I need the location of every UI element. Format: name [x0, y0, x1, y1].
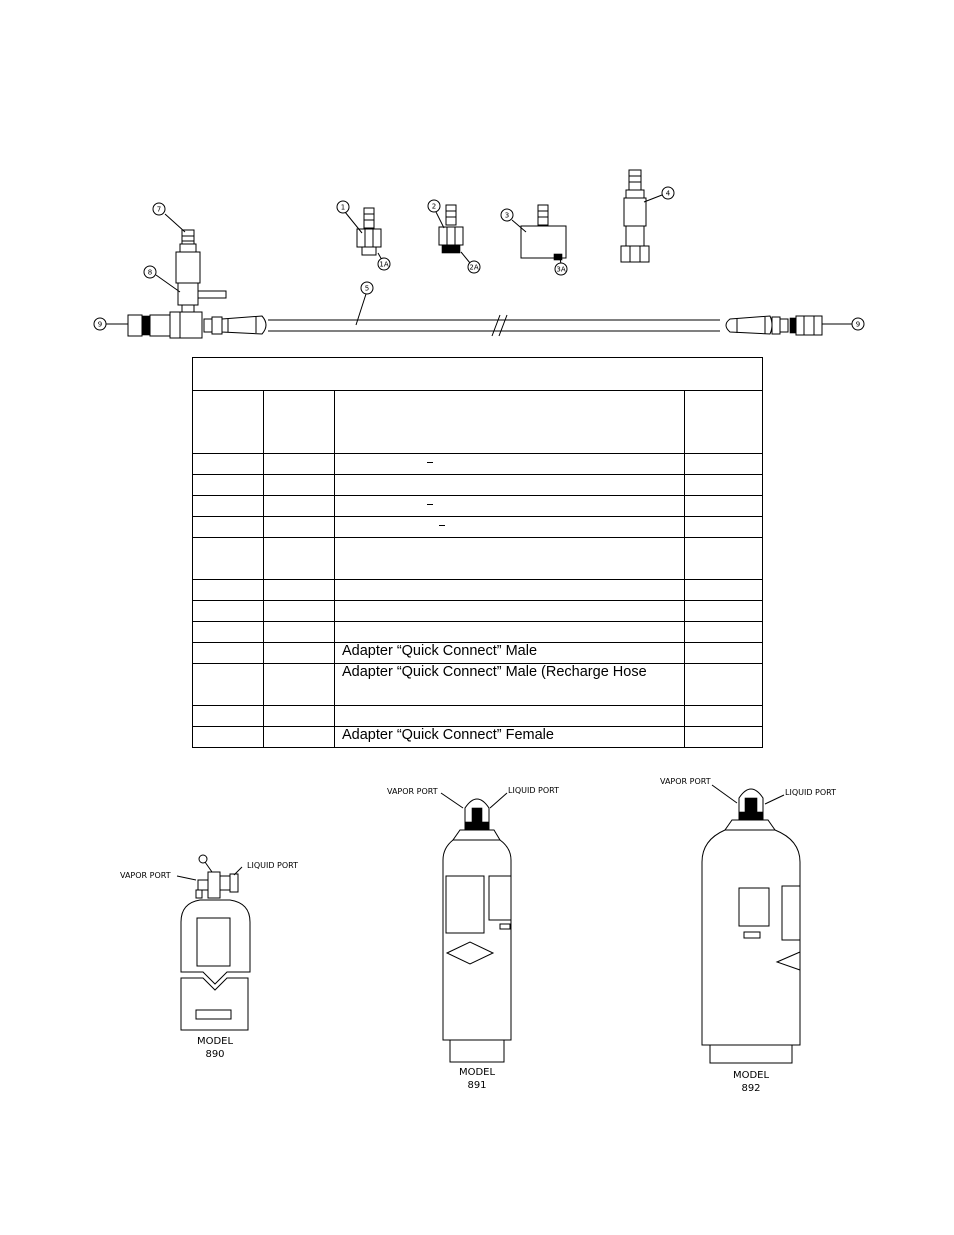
- callout-1a: 1A: [377, 257, 391, 271]
- svg-text:3: 3: [505, 212, 509, 220]
- svg-text:9: 9: [856, 321, 860, 329]
- cylinder-model-892: [701, 784, 801, 1064]
- table-row: [192, 705, 763, 727]
- label-liquid-port-891: LIQUID PORT: [508, 786, 559, 795]
- part-description: Adapter “Quick Connect” Male (Recharge H…: [334, 663, 685, 706]
- svg-text:1: 1: [341, 204, 345, 212]
- dash-mark: [427, 504, 433, 505]
- tee-valve-assembly: [127, 229, 227, 339]
- recharge-hose: [203, 314, 823, 337]
- label-vapor-port-892: VAPOR PORT: [660, 777, 711, 786]
- label-vapor-port-891: VAPOR PORT: [387, 787, 438, 796]
- callout-1: 1: [336, 200, 350, 214]
- label-model-891: MODEL 891: [459, 1067, 496, 1091]
- dash-mark: [427, 462, 433, 463]
- part-description-text: Adapter “Quick Connect” Female: [342, 727, 554, 744]
- part-description-text: Adapter “Quick Connect” Male (Recharge H…: [342, 664, 647, 681]
- label-model-890: MODEL 890: [197, 1036, 234, 1060]
- cylinder-model-891: [440, 792, 512, 1063]
- svg-text:VAPOR PORT: VAPOR PORT: [660, 777, 711, 786]
- svg-text:MODEL: MODEL: [459, 1067, 496, 1078]
- callout-7: 7: [152, 202, 166, 216]
- svg-text:LIQUID PORT: LIQUID PORT: [247, 861, 298, 870]
- label-liquid-port-890: LIQUID PORT: [247, 861, 298, 870]
- svg-text:891: 891: [467, 1080, 486, 1091]
- table-row: [192, 537, 763, 580]
- svg-text:5: 5: [365, 285, 369, 293]
- svg-text:9: 9: [98, 321, 102, 329]
- label-model-892: MODEL 892: [733, 1070, 770, 1094]
- callout-2a: 2A: [467, 260, 481, 274]
- adapter-3: [520, 204, 567, 261]
- part-description: Adapter “Quick Connect” Male: [334, 642, 685, 664]
- callout-5: 5: [360, 281, 374, 295]
- svg-text:892: 892: [741, 1083, 760, 1094]
- callout-9-right: 9: [851, 317, 865, 331]
- label-liquid-port-892: LIQUID PORT: [785, 788, 836, 797]
- table-title-row: [192, 357, 763, 391]
- svg-text:MODEL: MODEL: [197, 1036, 234, 1047]
- svg-text:MODEL: MODEL: [733, 1070, 770, 1081]
- cylinder-model-890: [176, 854, 251, 1031]
- callout-8: 8: [143, 265, 157, 279]
- part-description: Adapter “Quick Connect” Female: [334, 726, 685, 748]
- svg-text:1A: 1A: [379, 261, 388, 269]
- callout-9-left: 9: [93, 317, 107, 331]
- callout-leaders: [106, 194, 852, 326]
- callout-3: 3: [500, 208, 514, 222]
- svg-text:4: 4: [666, 190, 671, 198]
- svg-text:VAPOR PORT: VAPOR PORT: [387, 787, 438, 796]
- svg-text:2A: 2A: [469, 264, 478, 272]
- table-row: Adapter “Quick Connect” Male (Recharge H…: [192, 663, 763, 706]
- svg-text:LIQUID PORT: LIQUID PORT: [508, 786, 559, 795]
- callout-4: 4: [661, 186, 675, 200]
- hose-assembly-drawing: 7 8 9 5 9 1 1A 2 2A 3 3A 4: [93, 169, 865, 339]
- callout-2: 2: [427, 199, 441, 213]
- table-row: Adapter “Quick Connect” Male: [192, 642, 763, 664]
- svg-text:2: 2: [432, 203, 436, 211]
- table-row: [192, 474, 763, 496]
- adapter-4: [620, 169, 650, 263]
- table-row: Adapter “Quick Connect” Female: [192, 726, 763, 748]
- svg-text:LIQUID PORT: LIQUID PORT: [785, 788, 836, 797]
- svg-text:VAPOR PORT: VAPOR PORT: [120, 871, 171, 880]
- label-vapor-port-890: VAPOR PORT: [120, 871, 171, 880]
- adapter-2: [438, 204, 464, 254]
- part-description-text: Adapter “Quick Connect” Male: [342, 643, 538, 660]
- svg-text:890: 890: [205, 1049, 224, 1060]
- svg-text:7: 7: [157, 206, 161, 214]
- svg-text:8: 8: [148, 269, 152, 277]
- dash-mark: [439, 525, 445, 526]
- svg-text:3A: 3A: [556, 266, 565, 274]
- table-row: [192, 600, 763, 622]
- callout-3a: 3A: [554, 262, 568, 276]
- part-description: [334, 537, 685, 580]
- adapter-1: [356, 207, 382, 256]
